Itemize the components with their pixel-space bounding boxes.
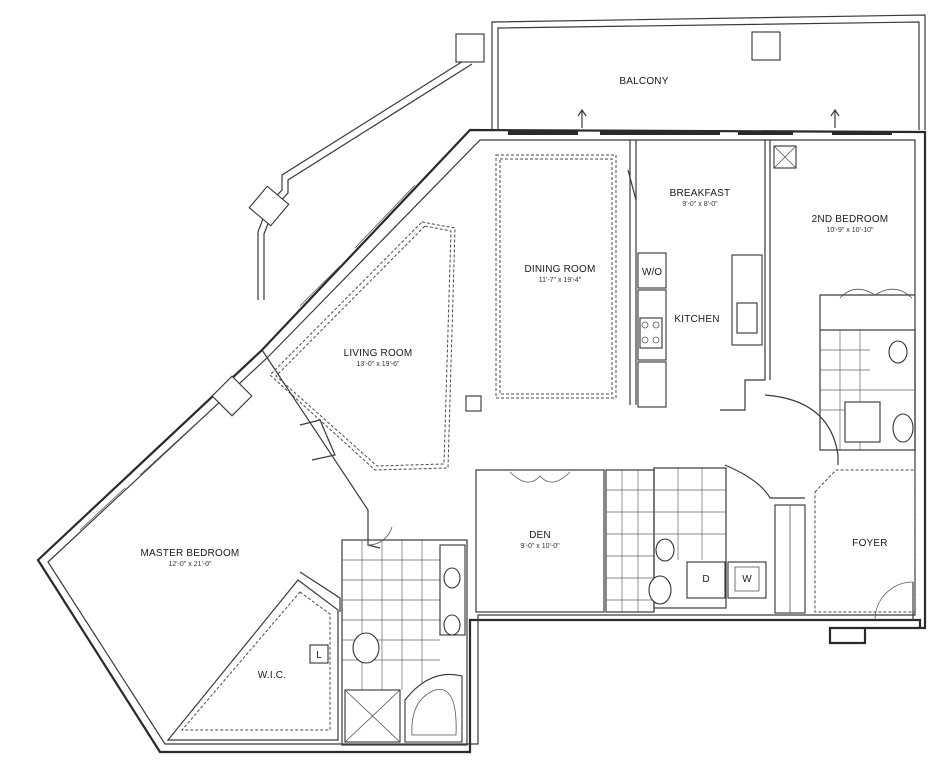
washer (727, 561, 767, 599)
master-bath (341, 539, 468, 746)
windows (79, 131, 892, 531)
foyer (774, 469, 916, 621)
room-name-living: LIVING ROOM (344, 348, 413, 359)
linen-closet (309, 644, 329, 664)
room-dims-master: 12'-0" x 21'-0" (168, 561, 212, 568)
balcony-column (751, 31, 781, 61)
room-name-master: MASTER BEDROOM (141, 548, 240, 559)
room-labels: BALCONY BREAKFAST 9'-0" x 8'-0" 2ND BEDR… (141, 76, 889, 681)
room-dims-dining: 11'-7" x 19'-4" (539, 277, 582, 284)
balcony-railing (248, 14, 926, 300)
hall-curve (724, 464, 805, 499)
fixture-label-linen: L (316, 650, 322, 661)
walk-in-closet (166, 579, 339, 741)
room-dims-living: 13'-0" x 19'-6" (356, 361, 400, 368)
fixture-label-wo: W/O (642, 267, 662, 278)
toilet (352, 632, 380, 664)
master-bedroom (211, 375, 393, 612)
dryer (686, 561, 726, 599)
dining-room (495, 108, 637, 405)
column (465, 395, 482, 412)
tub (404, 673, 463, 743)
second-bedroom (769, 108, 915, 380)
duct (211, 375, 253, 417)
room-name-breakfast: BREAKFAST (670, 188, 731, 199)
fixture-label-dryer: D (702, 574, 709, 585)
fixture-label-washer: W (742, 574, 752, 585)
fridge (637, 361, 667, 408)
second-bath (819, 329, 916, 451)
room-dims-2nd-bedroom: 10'-9" x 10'-10" (827, 227, 874, 234)
room-name-balcony: BALCONY (619, 76, 668, 87)
room-dims-den: 9'-0" x 10'-0" (520, 543, 560, 550)
room-name-wic: W.I.C. (258, 670, 286, 681)
sink (736, 302, 758, 334)
exterior-wall (36, 128, 927, 754)
room-name-2nd-bedroom: 2ND BEDROOM (812, 214, 889, 225)
balcony-column (248, 185, 290, 227)
room-name-dining: DINING ROOM (524, 264, 595, 275)
hall-curve (764, 394, 839, 465)
stove (639, 317, 663, 349)
room-name-foyer: FOYER (852, 538, 887, 549)
room-dims-breakfast: 9'-0" x 8'-0" (682, 201, 718, 208)
kitchen (627, 140, 766, 411)
powder-room (605, 467, 767, 613)
room-name-kitchen: KITCHEN (674, 314, 719, 325)
den (475, 469, 605, 613)
room-name-den: DEN (529, 530, 551, 541)
living-room (261, 221, 482, 511)
balcony-column (455, 33, 485, 63)
closet-wo (637, 252, 667, 289)
